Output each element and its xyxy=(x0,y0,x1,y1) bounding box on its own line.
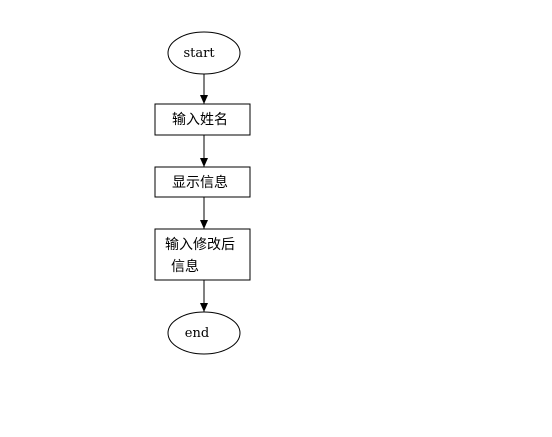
show-info-node: 显示信息 xyxy=(154,166,251,198)
input-name-box xyxy=(154,103,251,136)
input-modified-box xyxy=(154,228,251,281)
show-info-box xyxy=(154,166,251,198)
input-modified-node: 输入修改后 信息 xyxy=(154,228,251,281)
start-node: start xyxy=(167,31,241,75)
input-name-label: 输入姓名 xyxy=(172,112,228,128)
end-node: end xyxy=(167,311,241,355)
show-info-label: 显示信息 xyxy=(172,174,228,191)
end-ellipse xyxy=(167,311,241,355)
input-name-node: 输入姓名 xyxy=(154,103,251,136)
start-ellipse xyxy=(167,31,241,75)
end-label: end xyxy=(185,326,209,341)
input-modified-label-line-1: 输入修改后 xyxy=(165,237,235,253)
input-modified-label-line-2: 信息 xyxy=(171,258,199,275)
start-label: start xyxy=(183,46,215,61)
